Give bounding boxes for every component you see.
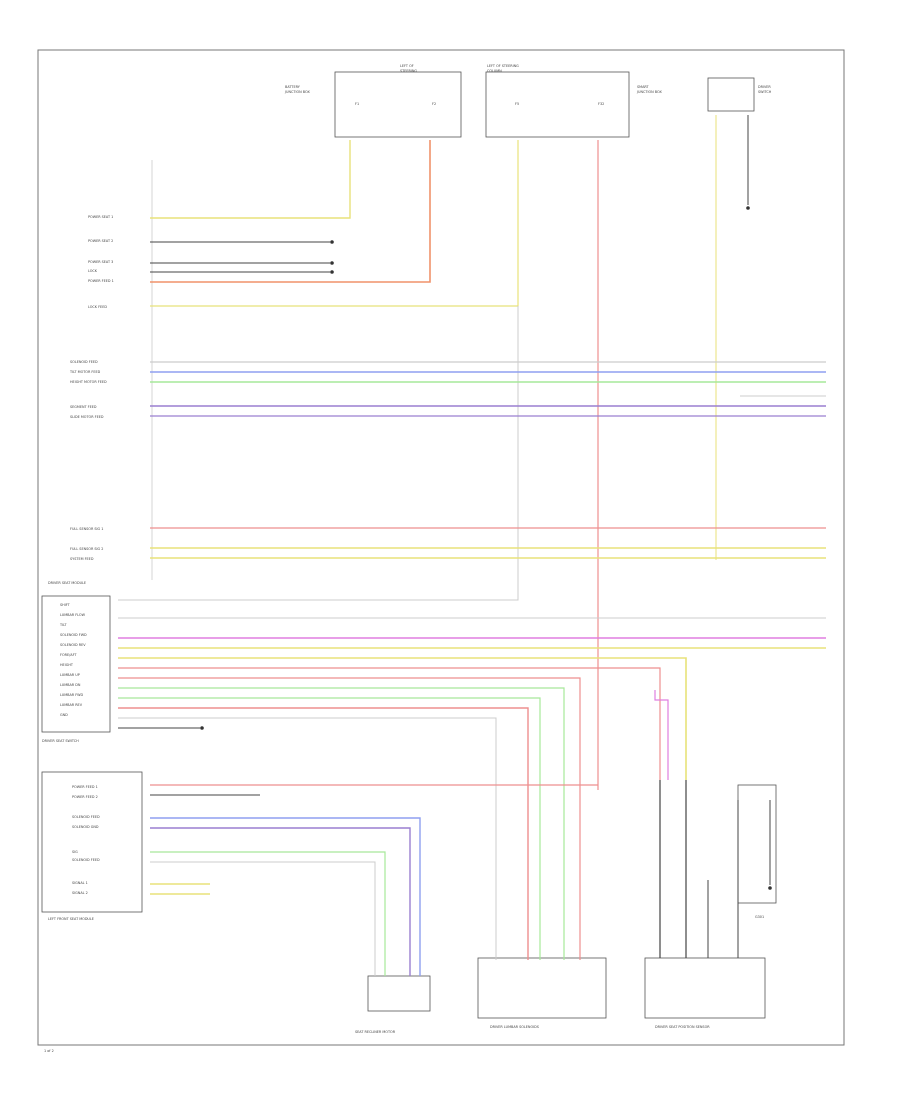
driver-seat-switch-box [41,595,111,733]
wire-green-sig [150,851,386,976]
header-1-fuse-b: F2 [432,102,436,106]
wire-red-lumbar-fwd [118,707,529,960]
left-front-seat-module-label: LEFT FRONT SEAT MODULE [48,917,94,921]
splice-dot [330,270,334,274]
header-2-note1: SMART [637,85,650,89]
left-labels-mid: SOLENOID FEED TILT MOTOR FEED HEIGHT MOT… [69,360,107,419]
switch-label-1: SHIFT [60,603,71,607]
splice-dot [330,261,334,265]
wire-yellow-fore-aft [118,657,687,780]
label-segment-feed: SEGMENT FEED [70,405,97,409]
driver-seat-position-connector [644,957,766,1019]
header-2-line1: LEFT OF STEERING [487,64,519,68]
wire-yellow-power-seat-1 [150,140,351,219]
header-1-line2: STEERING [400,69,417,73]
wire-green-lumbar-fwd [118,697,541,960]
ground-switch-dot [200,726,204,730]
label-tilt-motor: TILT MOTOR FEED [69,370,101,374]
label-solenoid-feed: SOLENOID FEED [70,360,98,364]
label-height-motor: HEIGHT MOTOR FEED [70,380,107,384]
label-lock-feed: LOCK FEED [88,305,107,309]
label-full-sensor-2: FULL SENSOR SIG 2 [70,547,103,551]
header-1-line1: LEFT OF [400,64,414,68]
label-power-seat-3: POWER SEAT 3 [88,260,113,264]
lower-label-4: SOLENOID GND [72,825,99,829]
switch-label-12: GND [60,713,68,717]
wire-yellow-lock-feed [150,140,519,307]
left-labels-top: POWER SEAT 1 POWER SEAT 2 POWER SEAT 3 L… [88,215,114,309]
switch-labels: SHIFT LUMBAR FLOW TILT SOLENOID FWD SOLE… [59,603,87,717]
wire-red-height [118,667,661,780]
switch-label-3: TILT [59,623,67,627]
header-2-fuse-b: F32 [598,102,604,106]
lumbar-solenoid-label: DRIVER LUMBAR SOLENOIDS [490,1025,539,1029]
switch-label-11: LUMBAR REV [60,703,83,707]
ground-right-dot [768,886,772,890]
seat-recliner-connector [367,975,431,1012]
footer-code: 1 of 2 [44,1049,54,1053]
header-1-fuse-a: F1 [355,102,359,106]
lower-label-2: POWER FEED 2 [72,795,98,799]
wire-orange-power-feed [150,140,431,283]
wire-gray-solenoid-2 [150,861,376,976]
label-lock: LOCK [88,269,98,273]
label-full-sensor-1: FULL SENSOR SIG 1 [70,527,103,531]
header-module-3: DRIVER SWITCH [707,77,772,112]
label-power-seat-2: POWER SEAT 2 [88,239,113,243]
header-module-2: LEFT OF STEERING COLUMN SMART JUNCTION B… [485,64,662,138]
header-module-1: LEFT OF STEERING BATTERY JUNCTION BOX F1… [284,64,462,138]
wire-gray-lumbar-rev [118,717,497,960]
header-2-line2: COLUMN [487,69,502,73]
header-2-note2: JUNCTION BOX [636,90,662,94]
wire-gray-shift [118,306,519,601]
lumbar-solenoid-connector [477,957,607,1019]
driver-seat-switch-label: DRIVER SEAT SWITCH [42,739,79,743]
lower-label-3: SOLENOID FEED [72,815,100,819]
header-3-note1: DRIVER [758,85,771,89]
label-slide-motor: SLIDE MOTOR FEED [70,415,104,419]
page-frame [37,49,845,1046]
switch-label-10: LUMBAR FWD [60,693,84,697]
wire-purple-solenoid-gnd [150,827,411,976]
wire-green-lumbar-dn [118,687,565,960]
left-front-seat-module-box [41,771,143,913]
label-power-feed-1: POWER FEED 1 [88,279,114,283]
label-power-seat-1: POWER SEAT 1 [88,215,113,219]
lower-left-labels: POWER FEED 1 POWER FEED 2 SOLENOID FEED … [72,785,100,895]
label-system-feed: SYSTEM FEED [70,557,94,561]
driver-seat-position-label: DRIVER SEAT POSITION SENSOR [655,1025,710,1029]
wires [118,115,826,976]
wire-blue-solenoid-feed [150,817,421,976]
switch-label-7: HEIGHT [60,663,74,667]
wire-red-lumbar-up [118,677,581,960]
lower-label-7: SIGNAL 1 [72,881,88,885]
switch-label-2: LUMBAR FLOW [60,613,86,617]
lower-label-5: SIG [72,850,78,854]
ground-note: G301 [755,915,764,919]
lower-label-8: SIGNAL 2 [72,891,88,895]
switch-label-9: LUMBAR DN [60,683,81,687]
switch-label-5: SOLENOID REV [60,643,86,647]
header-1-note2: JUNCTION BOX [284,90,310,94]
switch-label-6: FORE/AFT [60,653,77,657]
wire-magenta-branch [654,690,669,780]
left-labels-low: FULL SENSOR SIG 1 FULL SENSOR SIG 2 SYST… [70,527,103,561]
header-1-note1: BATTERY [285,85,301,89]
header-2-fuse-a: F5 [515,102,519,106]
switch-label-4: SOLENOID FWD [60,633,87,637]
switch-label-8: LUMBAR UP [60,673,80,677]
ground-top-dot [746,206,750,210]
header-3-note2: SWITCH [758,90,772,94]
splice-dot [330,240,334,244]
lower-label-1: POWER FEED 1 [72,785,98,789]
driver-seat-module-label: DRIVER SEAT MODULE [48,581,86,585]
seat-recliner-label: SEAT RECLINER MOTOR [355,1030,396,1034]
lower-label-6: SOLENOID FEED [72,858,100,862]
